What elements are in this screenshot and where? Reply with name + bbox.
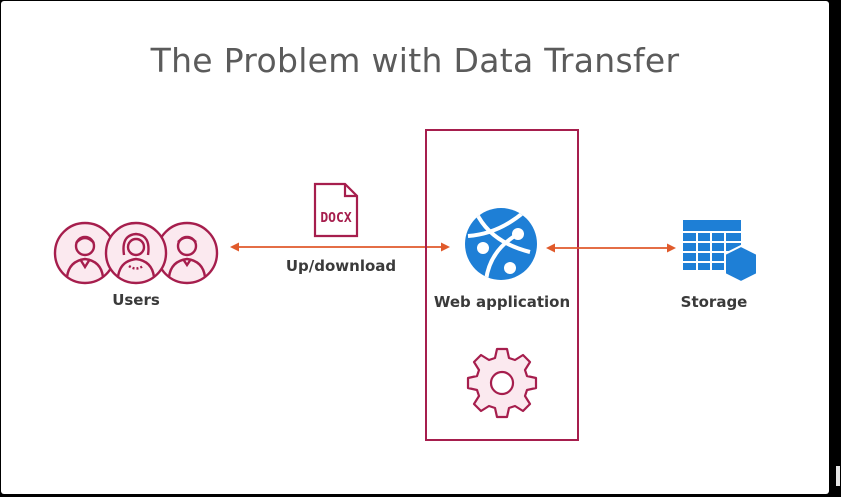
storage-label: Storage	[680, 293, 748, 311]
updownload-arrow	[230, 242, 450, 252]
slide: The Problem with Data Transfer Users	[1, 1, 829, 494]
edge-marker	[836, 466, 840, 486]
users-label: Users	[112, 291, 160, 309]
updownload-label: Up/download	[285, 257, 397, 275]
users-icon	[53, 221, 219, 285]
webapp-storage-arrow	[546, 243, 676, 253]
slide-title: The Problem with Data Transfer	[150, 41, 680, 80]
storage-table-icon	[683, 220, 758, 284]
web-app-globe-icon	[465, 208, 537, 280]
web-application-label: Web application	[433, 293, 571, 311]
docx-file-icon: DOCX	[313, 182, 359, 238]
web-application-box	[425, 129, 579, 441]
gear-icon	[466, 347, 538, 419]
docx-badge: DOCX	[320, 211, 351, 226]
